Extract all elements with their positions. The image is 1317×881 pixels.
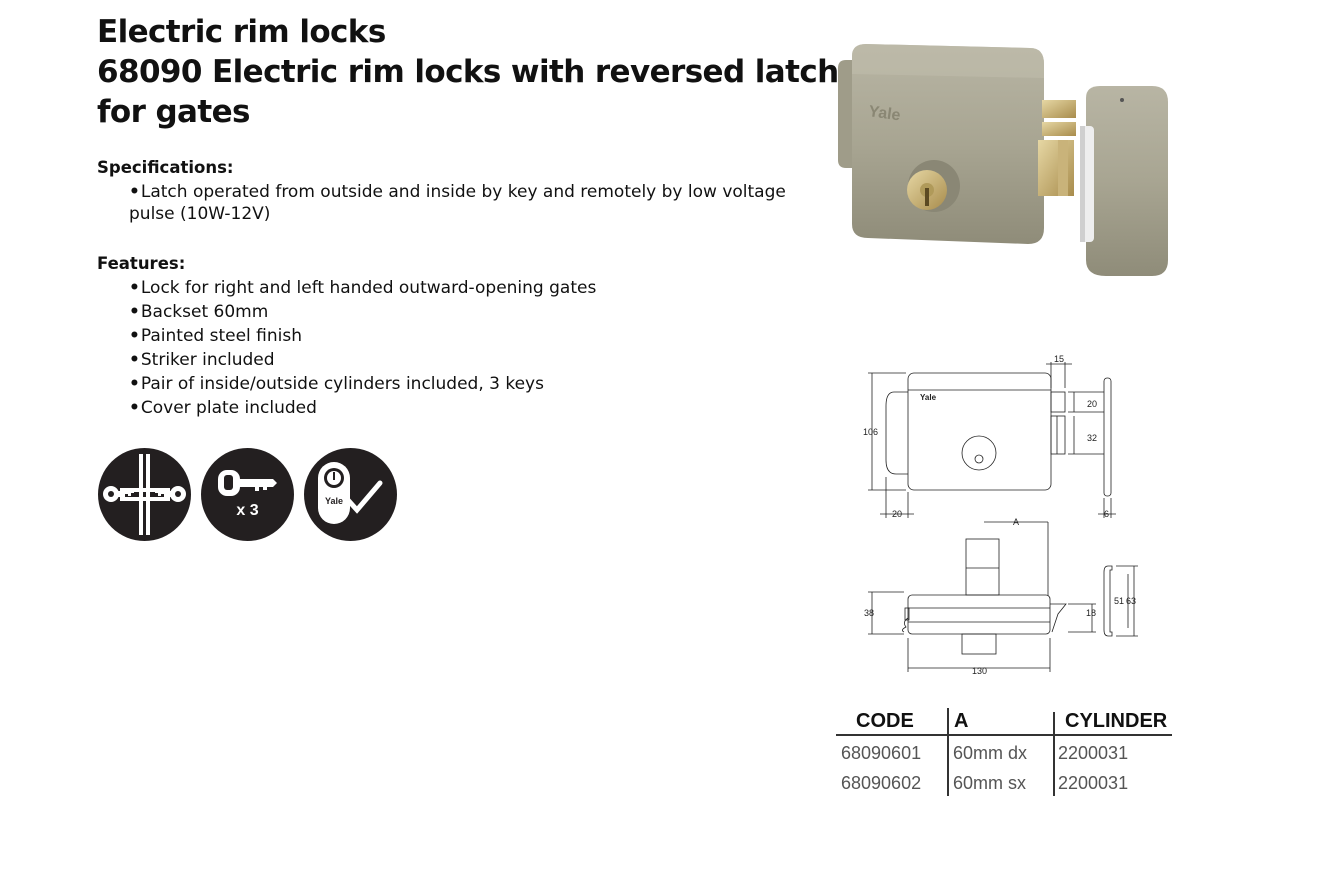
feature-item: •Striker included — [129, 350, 275, 370]
feature-item: •Lock for right and left handed outward-… — [129, 278, 597, 298]
yale-label: Yale — [324, 496, 344, 506]
keys-icon: x 3 — [201, 448, 294, 541]
spec-item: •Latch operated from outside and inside … — [129, 182, 786, 202]
dim-38: 38 — [864, 608, 874, 618]
page-title: Electric rim locks 68090 Electric rim lo… — [97, 12, 839, 132]
features-heading: Features: — [97, 254, 186, 273]
title-line-1: Electric rim locks — [97, 14, 386, 50]
title-line-3: for gates — [97, 94, 250, 130]
dim-51: 51 — [1114, 596, 1124, 606]
dim-6: 6 — [1104, 509, 1109, 519]
table-header-a: A — [954, 710, 969, 732]
specifications-heading: Specifications: — [97, 158, 234, 177]
table-header-rule — [836, 734, 1172, 736]
spec-item-continuation: pulse (10W-12V) — [129, 204, 271, 224]
drawing-brand: Yale — [920, 393, 937, 402]
dim-20-latch: 20 — [1087, 399, 1097, 409]
table-header-cylinder: CYLINDER — [1065, 710, 1168, 732]
double-cylinder-icon — [98, 448, 191, 541]
dim-20-backplate: 20 — [892, 509, 902, 519]
table-header-code: CODE — [856, 710, 914, 732]
technical-drawing: Yale 15 20 32 106 20 6 A 38 18 51 63 130 — [858, 352, 1148, 682]
table-divider — [947, 708, 949, 796]
dim-18: 18 — [1086, 608, 1096, 618]
dim-32: 32 — [1087, 433, 1097, 443]
dim-15: 15 — [1054, 354, 1064, 364]
feature-item: •Pair of inside/outside cylinders includ… — [129, 374, 544, 394]
keys-count-label: x 3 — [236, 502, 259, 519]
feature-item: •Backset 60mm — [129, 302, 269, 322]
dim-63: 63 — [1126, 596, 1136, 606]
dim-a: A — [1013, 517, 1019, 527]
feature-item: •Painted steel finish — [129, 326, 303, 346]
feature-item: •Cover plate included — [129, 398, 317, 418]
table-divider — [1053, 712, 1055, 796]
cylinder-check-icon: Yale — [304, 448, 397, 541]
title-line-2: 68090 Electric rim locks with reversed l… — [97, 54, 839, 90]
photo-brand: Yale — [867, 103, 901, 124]
product-photo: Yale — [830, 38, 1180, 283]
dim-106: 106 — [863, 427, 878, 437]
dim-130: 130 — [972, 666, 987, 676]
